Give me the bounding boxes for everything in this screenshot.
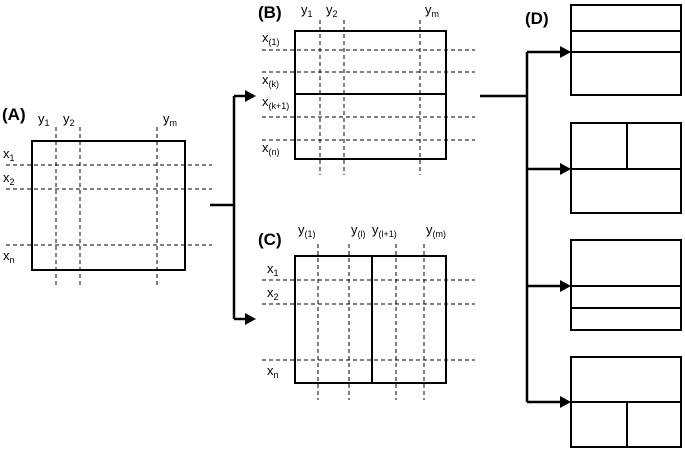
panel-b-x1-label: x(1) <box>262 30 280 47</box>
panel-b-label: (B) <box>258 3 282 22</box>
panel-c-yl-label: y(l) <box>351 222 366 239</box>
panel-c-x2-label: x2 <box>267 285 279 302</box>
panel-c: y(1) y(l) y(l+1) y(m) x1 x2 xn <box>262 222 475 400</box>
panel-b-y2-label: y2 <box>326 2 338 19</box>
arrow-to-d3-head <box>560 280 571 292</box>
arrows-a-to-bc <box>210 90 256 325</box>
panel-d <box>570 4 682 448</box>
arrow-to-d4-head <box>560 396 571 408</box>
panel-d-label: (D) <box>525 9 549 28</box>
arrow-to-d1-head <box>560 46 571 58</box>
panel-b-y1-label: y1 <box>301 2 313 19</box>
panel-a-ym-label: ym <box>163 111 177 128</box>
arrow-to-b-head <box>245 90 256 102</box>
panel-a-label: (A) <box>2 105 26 124</box>
panel-a-matrix <box>31 140 186 271</box>
panel-c-label: (C) <box>258 230 282 249</box>
panel-a-x1-label: x1 <box>3 146 15 163</box>
panel-b-xk1-label: x(k+1) <box>262 94 289 111</box>
panel-b-ym-label: ym <box>425 2 439 19</box>
panel-a-x2-label: x2 <box>3 170 15 187</box>
panel-a-xn-label: xn <box>3 248 15 265</box>
panel-a: y1 y2 ym x1 x2 xn <box>3 111 212 285</box>
arrow-to-d2-head <box>560 163 571 175</box>
panel-a-y2-label: y2 <box>63 111 75 128</box>
arrow-to-c-head <box>245 313 256 325</box>
panel-c-x1-label: x1 <box>267 261 279 278</box>
panel-b-xn-label: x(n) <box>262 140 280 157</box>
panel-c-matrix <box>294 255 447 384</box>
panel-c-ym-label: y(m) <box>426 222 446 239</box>
panel-a-y1-label: y1 <box>38 111 50 128</box>
panel-b-xk-label: x(k) <box>262 72 279 89</box>
arrows-b-to-d <box>480 46 571 408</box>
panel-c-yl1-label: y(l+1) <box>372 222 397 239</box>
panel-c-xn-label: xn <box>267 363 279 380</box>
panel-c-y1-label: y(1) <box>298 222 316 239</box>
panel-d-box-1 <box>570 4 682 96</box>
panel-b: y1 y2 ym x(1) x(k) x(k+1) x(n) <box>262 2 475 175</box>
